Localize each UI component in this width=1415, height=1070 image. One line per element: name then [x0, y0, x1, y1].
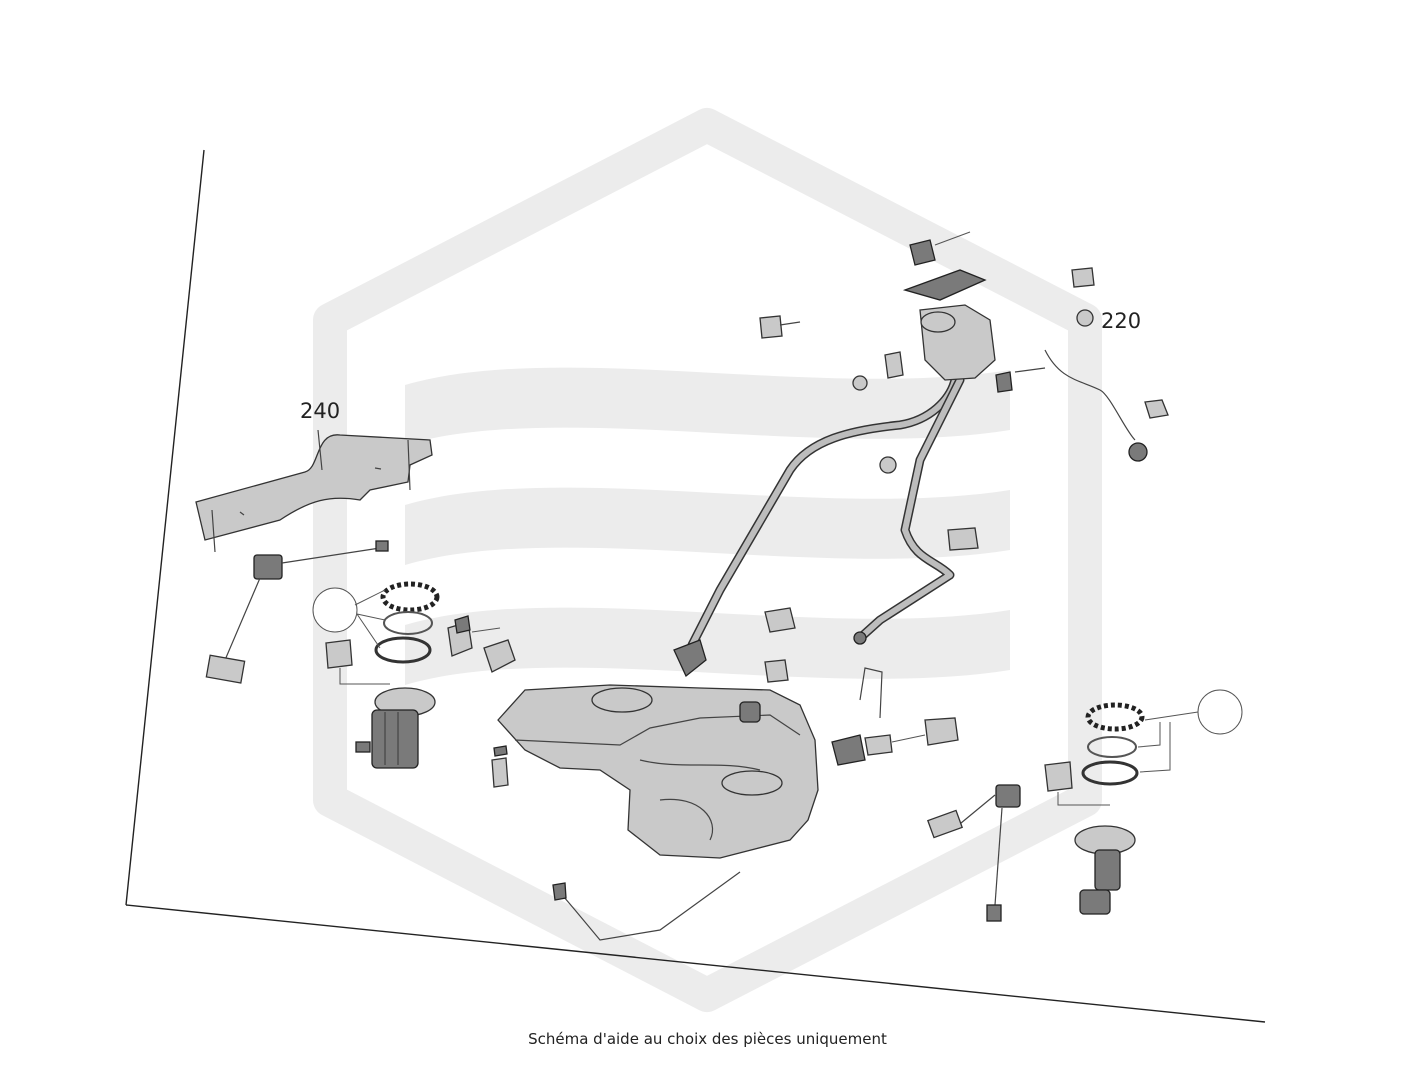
- floor-outline: [125, 149, 1266, 1023]
- vent-line[interactable]: [853, 375, 965, 645]
- fuel-tank[interactable]: [497, 684, 819, 859]
- callout-240: 240: [300, 399, 340, 423]
- filler-head[interactable]: [902, 231, 1046, 393]
- fuel-pump-left[interactable]: [312, 581, 440, 769]
- heat-shield[interactable]: [195, 429, 433, 553]
- connector-left[interactable]: [447, 615, 516, 673]
- breather-hose[interactable]: [1044, 349, 1169, 462]
- watermark-logo: [313, 108, 1102, 1012]
- pressure-sensor[interactable]: [831, 667, 959, 766]
- hardware-parts[interactable]: [491, 267, 1095, 788]
- filler-neck-hose[interactable]: [673, 375, 960, 678]
- diagram-caption: Schéma d'aide au choix des pièces unique…: [528, 1030, 887, 1048]
- wiring-harness[interactable]: [552, 871, 741, 941]
- callout-220: 220: [1101, 309, 1141, 333]
- fuel-level-sender-right[interactable]: [926, 784, 1021, 922]
- fuel-level-sender-left[interactable]: [205, 540, 389, 684]
- fuel-pump-right[interactable]: [1044, 689, 1243, 915]
